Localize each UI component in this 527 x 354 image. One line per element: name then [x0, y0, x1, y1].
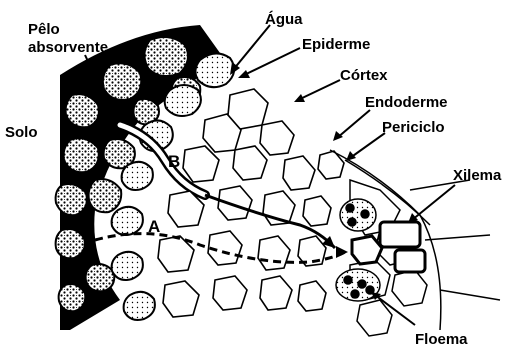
label-path-a: A: [148, 217, 160, 236]
path-a-arrowhead: [336, 246, 348, 258]
label-endoderme: Endoderme: [365, 94, 448, 111]
label-agua: Água: [265, 11, 303, 28]
label-solo: Solo: [5, 124, 38, 141]
label-cortex: Córtex: [340, 67, 388, 84]
label-epiderme: Epiderme: [302, 36, 370, 53]
label-pelo-line2: absorvente: [28, 39, 108, 56]
label-path-b: B: [168, 152, 180, 171]
label-xilema: Xilema: [453, 167, 502, 184]
label-periciclo: Periciclo: [382, 119, 445, 136]
label-floema: Floema: [415, 331, 468, 348]
cortex-cells: [158, 89, 344, 317]
label-pelo-line1: Pêlo: [28, 21, 60, 38]
